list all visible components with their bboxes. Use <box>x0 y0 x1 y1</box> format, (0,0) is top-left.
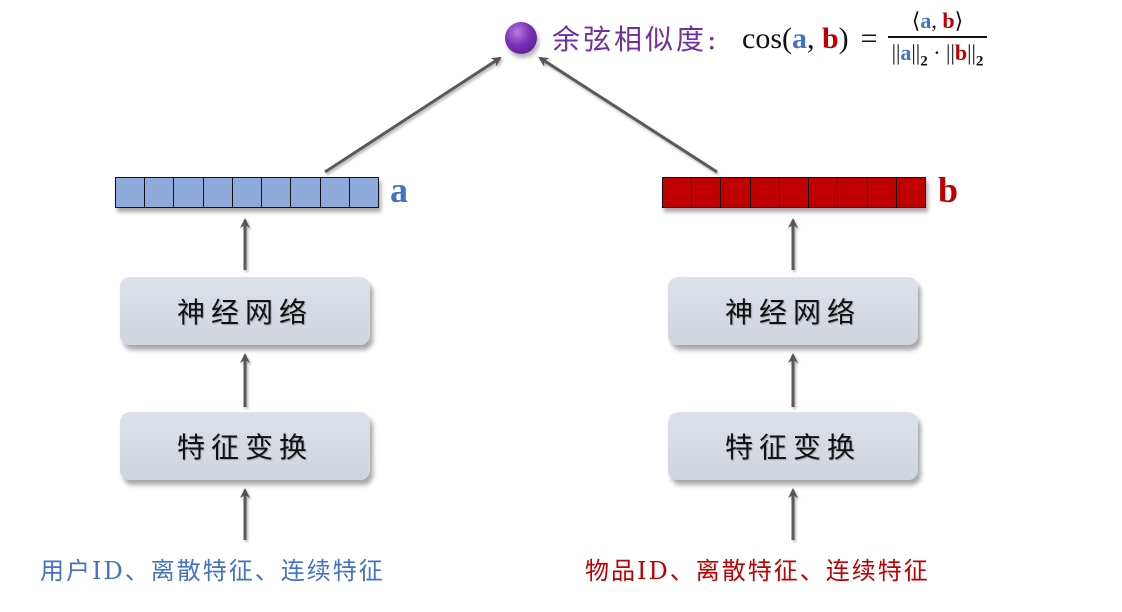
vector-cell <box>145 178 175 207</box>
vector-cell <box>867 178 897 207</box>
vector-cell <box>692 178 722 207</box>
item-input-features-label: 物品ID、离散特征、连续特征 <box>585 557 930 585</box>
vector-cell <box>750 178 780 207</box>
vector-cell <box>232 178 263 207</box>
vector-cell <box>262 178 292 207</box>
user-input-features-label: 用户ID、离散特征、连续特征 <box>40 557 385 585</box>
formula-numerator: ⟨a, b⟩ <box>911 8 964 33</box>
formula-denominator: ||a||2 · ||b||2 <box>887 36 988 70</box>
similarity-node-icon <box>505 22 537 54</box>
vector-b-label: b <box>938 170 959 210</box>
cosine-formula: cos(a, b) = ⟨a, b⟩ ||a||2 · ||b||2 <box>742 8 988 70</box>
user-feature-transform-box: 特征变换 <box>120 412 370 480</box>
formula-fraction: ⟨a, b⟩ ||a||2 · ||b||2 <box>887 8 988 70</box>
arrow-a-to-similarity <box>324 56 502 174</box>
vector-cell <box>838 178 868 207</box>
item-embedding-vector <box>662 177 926 208</box>
vector-cell <box>116 178 146 207</box>
vector-cell <box>779 178 810 207</box>
user-embedding-vector <box>115 177 379 208</box>
vector-cell <box>291 178 321 207</box>
formula-equals: = <box>860 22 878 56</box>
vector-cell <box>349 178 378 207</box>
vector-cell <box>174 178 204 207</box>
vector-cell <box>203 178 233 207</box>
vector-cell <box>663 178 693 207</box>
vector-cell <box>809 178 839 207</box>
similarity-label: 余弦相似度: <box>552 23 720 56</box>
formula-lhs: cos(a, b) <box>742 22 849 56</box>
arrow-b-to-similarity <box>538 56 718 174</box>
vector-cell <box>896 178 925 207</box>
vector-cell <box>320 178 350 207</box>
item-feature-transform-box: 特征变换 <box>668 412 918 480</box>
vector-cell <box>721 178 751 207</box>
user-neural-network-box: 神经网络 <box>120 277 370 345</box>
vector-a-label: a <box>390 170 408 210</box>
item-neural-network-box: 神经网络 <box>668 277 918 345</box>
